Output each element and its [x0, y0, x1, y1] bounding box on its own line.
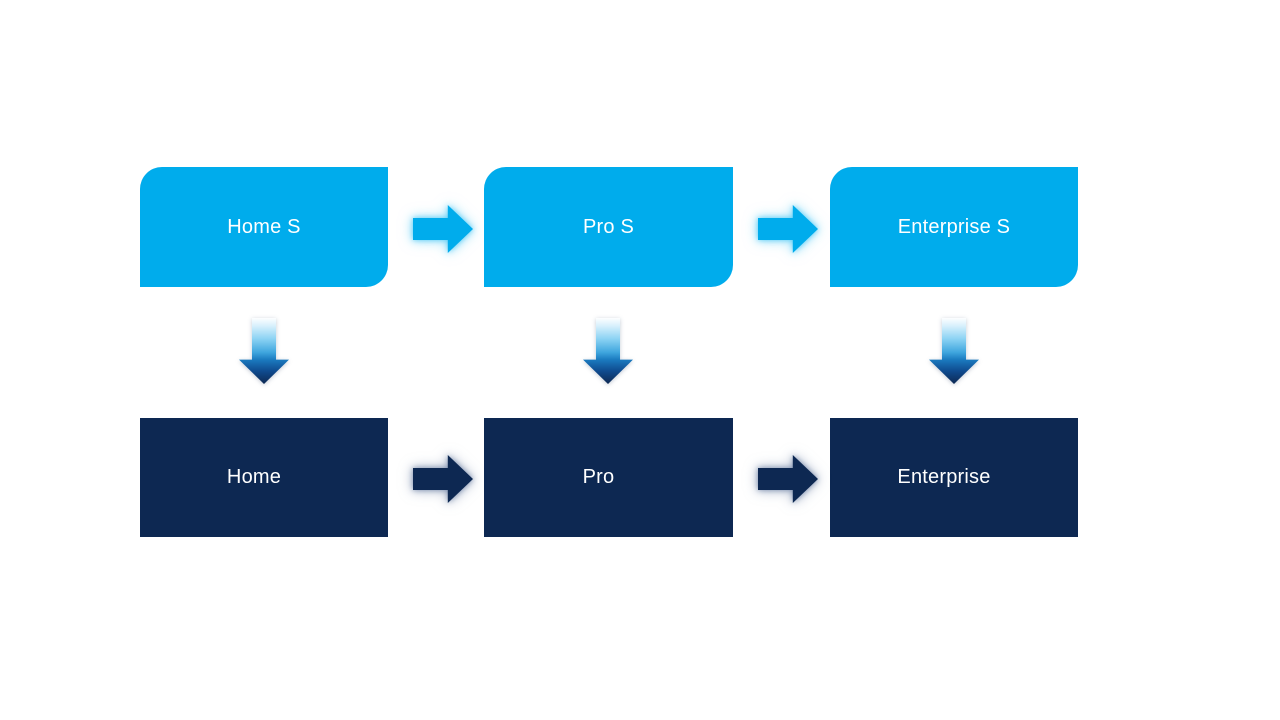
- down-arrow-shape: [583, 318, 633, 384]
- down-arrow-icon: [583, 318, 633, 384]
- node-home-s: Home S: [140, 167, 388, 287]
- down-arrow-shape: [239, 318, 289, 384]
- right-arrow-shape: [758, 205, 818, 253]
- down-arrow-shape: [929, 318, 979, 384]
- node-enterprise: Enterprise: [830, 418, 1078, 537]
- right-arrow-icon: [413, 205, 473, 253]
- right-arrow-shape: [413, 455, 473, 503]
- down-arrow-icon: [239, 318, 289, 384]
- node-enterprise-label: Enterprise: [897, 466, 991, 488]
- right-arrow-shape: [758, 455, 818, 503]
- node-pro-s-label: Pro S: [582, 215, 635, 238]
- node-home-s-label: Home S: [227, 215, 301, 238]
- node-pro-s: Pro S: [484, 167, 733, 287]
- right-arrow-icon: [413, 455, 473, 503]
- right-arrow-icon: [758, 205, 818, 253]
- node-pro-label: Pro: [582, 466, 615, 488]
- down-arrow-icon: [929, 318, 979, 384]
- node-home-label: Home: [226, 466, 282, 488]
- right-arrow-icon: [758, 455, 818, 503]
- node-home: Home: [140, 418, 388, 537]
- node-enterprise-s-label: Enterprise S: [897, 215, 1011, 238]
- right-arrow-shape: [413, 205, 473, 253]
- node-enterprise-s: Enterprise S: [830, 167, 1078, 287]
- node-pro: Pro: [484, 418, 733, 537]
